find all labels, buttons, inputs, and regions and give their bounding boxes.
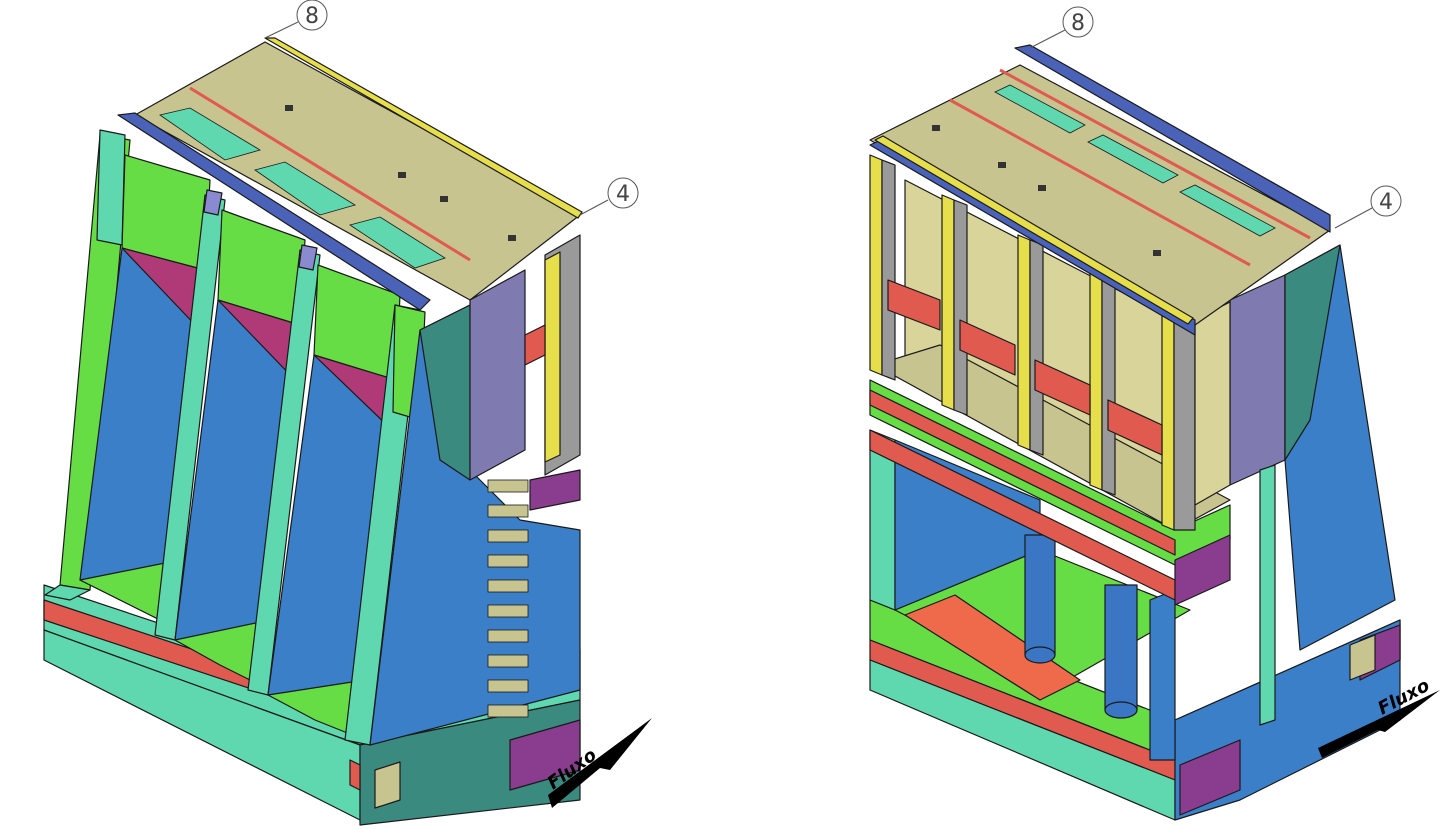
left-purple-bands <box>529 469 581 511</box>
right-deck-hatch3 <box>1038 185 1046 191</box>
right-vertical-gate-1 <box>1024 534 1056 664</box>
left-deck-front-beam <box>117 112 431 311</box>
right-yellow-posts <box>869 154 1175 531</box>
left-deck-hatch1 <box>285 105 293 111</box>
right-deck-back-beam <box>1014 44 1331 233</box>
right-deck-slot1 <box>994 84 1086 134</box>
left-deck-slot1 <box>159 107 261 161</box>
right-isometric-view: 8 4 Fluxo <box>869 6 1440 821</box>
right-deck-hatch4 <box>1153 250 1161 256</box>
right-gray-posts <box>881 159 1196 531</box>
left-outer-pier-face <box>44 584 91 601</box>
right-chamber-right-wall <box>1149 589 1176 761</box>
left-deck-hatch3 <box>440 196 448 202</box>
left-pier2-post <box>203 189 223 216</box>
right-outlet-opening <box>1349 634 1376 681</box>
right-side-pier <box>1259 464 1276 726</box>
left-deck-hatch2 <box>398 172 406 178</box>
left-lavender-block <box>469 269 526 481</box>
left-isometric-view: 8 4 Fluxo <box>43 0 652 826</box>
right-purple-band <box>1174 534 1231 606</box>
left-staircase <box>487 479 529 718</box>
right-red-beams <box>887 279 1163 456</box>
right-callout-4: 4 <box>1334 185 1402 229</box>
right-vertical-gate-2 <box>1104 584 1138 719</box>
right-callout-8-label: 8 <box>1071 11 1085 36</box>
right-purple-lower <box>1179 739 1241 816</box>
left-flow-arrow-icon <box>548 718 652 808</box>
right-flow-arrow-icon <box>1318 690 1440 758</box>
right-deck-hatch2 <box>998 162 1006 168</box>
left-outlet-opening <box>374 761 401 809</box>
left-callout-4: 4 <box>579 177 639 216</box>
right-callout-4-label: 4 <box>1379 190 1393 215</box>
left-deck-hatch4 <box>508 235 516 241</box>
left-callout-8: 8 <box>264 0 328 39</box>
right-callout-8: 8 <box>1029 6 1094 49</box>
left-deck-slot2 <box>254 161 356 216</box>
right-deck-yellow-edge <box>874 135 1194 325</box>
left-deck-yellow-edge <box>264 37 583 219</box>
right-lavender-block <box>1229 274 1286 486</box>
right-cream-block <box>1194 301 1231 506</box>
left-pier3-post <box>298 244 318 271</box>
right-side-teal <box>1284 244 1341 461</box>
left-base-front-red <box>349 759 361 791</box>
left-outer-pier-col <box>96 129 126 246</box>
right-chamber-red-floor <box>904 594 1081 701</box>
left-purple-lower <box>509 719 581 791</box>
right-mid-slab-red <box>869 389 1176 556</box>
right-deck-hatch1 <box>932 125 940 131</box>
right-deck-red-line-1 <box>949 98 1251 267</box>
left-red-beam <box>524 324 546 366</box>
right-deck-slot2 <box>1087 134 1179 184</box>
left-callout-4-label: 4 <box>616 182 630 207</box>
left-deck-red-line <box>189 86 471 262</box>
left-deck-slot3 <box>349 216 446 269</box>
right-deck-red-line-2 <box>999 68 1311 240</box>
right-deck-slot3 <box>1179 184 1276 237</box>
left-yellow-post <box>544 251 561 463</box>
left-callout-8-label: 8 <box>305 4 319 29</box>
